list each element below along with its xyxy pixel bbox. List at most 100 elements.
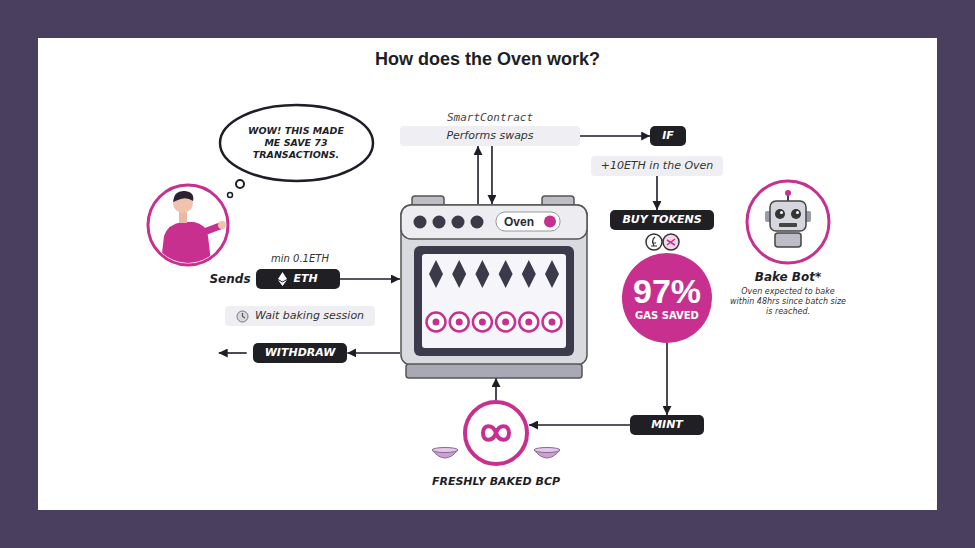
oven-window-frame bbox=[414, 246, 574, 356]
bcp-token-core bbox=[456, 319, 463, 326]
bcp-circle: FRESHLY BAKED BCP bbox=[463, 400, 529, 466]
action-pill: IF bbox=[650, 126, 686, 146]
person-illustration bbox=[148, 185, 228, 270]
bcp-token-core bbox=[479, 319, 486, 326]
oven-label-pill bbox=[496, 212, 560, 231]
box-text: BUY TOKENS bbox=[622, 213, 701, 227]
eth-icon bbox=[278, 272, 287, 286]
drawing-part bbox=[646, 234, 662, 250]
diagram-title: How does the Oven work? bbox=[0, 49, 975, 70]
bubble-outline bbox=[220, 105, 373, 181]
drawing-part bbox=[228, 193, 233, 198]
connector-arrow bbox=[580, 135, 650, 137]
connector-arrow bbox=[477, 146, 479, 204]
token-coins bbox=[646, 234, 679, 250]
box-text: IF bbox=[662, 129, 674, 143]
bot-drawing bbox=[745, 179, 831, 265]
bcp-token bbox=[519, 313, 538, 332]
oven-drawing bbox=[400, 204, 588, 378]
white-panel bbox=[38, 38, 937, 510]
bcp-token-core bbox=[525, 319, 532, 326]
action-pill: MINT bbox=[630, 415, 704, 435]
text-label: min 0.1ETH bbox=[271, 253, 329, 265]
eth-token bbox=[522, 260, 536, 288]
eth-icon-top bbox=[278, 272, 287, 282]
note-box: Wait baking session bbox=[225, 306, 375, 326]
bot-note: Oven expected to bake within 48hrs since… bbox=[729, 287, 847, 317]
connector-arrow bbox=[529, 424, 630, 426]
drawing-part bbox=[651, 237, 657, 246]
connector-arrow bbox=[656, 176, 658, 210]
oven: Oven bbox=[400, 204, 588, 378]
thought-dots bbox=[228, 180, 245, 198]
bcp-token-core bbox=[549, 319, 556, 326]
bcp-name: FRESHLY BAKED BCP bbox=[432, 475, 560, 489]
connector-arrow bbox=[347, 352, 400, 354]
oven-logo bbox=[544, 216, 556, 228]
thought-bubble: WOW! THIS MADE ME SAVE 73 TRANSACTIONS. bbox=[218, 103, 375, 183]
bot-head bbox=[770, 201, 806, 231]
oven-panel bbox=[401, 205, 587, 239]
bcp-token bbox=[450, 313, 469, 332]
bcp-token-core bbox=[433, 319, 440, 326]
bcp-token bbox=[427, 313, 446, 332]
connector-arrow bbox=[495, 378, 497, 400]
bot-mouth bbox=[779, 223, 797, 227]
box-text: MINT bbox=[651, 418, 683, 432]
bot-body bbox=[775, 233, 801, 247]
box-text: +10ETH in the Oven bbox=[601, 159, 714, 173]
eth-icon-bottom bbox=[278, 280, 287, 286]
bcp-token bbox=[543, 313, 562, 332]
bot-eye bbox=[775, 209, 785, 219]
eth-token bbox=[545, 260, 559, 288]
bot-eye-glint bbox=[796, 211, 799, 214]
drawing-part bbox=[663, 234, 679, 250]
bcp-token bbox=[496, 313, 515, 332]
eth-token bbox=[429, 260, 443, 288]
bcp-logo bbox=[463, 400, 529, 466]
bcp-infinity bbox=[483, 426, 509, 440]
bot-caption: Bake Bot* Oven expected to bake within 48… bbox=[729, 270, 847, 317]
connector-arrow bbox=[666, 343, 668, 415]
oven-base bbox=[406, 364, 582, 378]
drawing-part bbox=[173, 191, 193, 202]
stat-value: 97% bbox=[633, 274, 701, 308]
clock-face bbox=[237, 311, 248, 322]
bot-circle: Bake Bot*Oven expected to bake within 48… bbox=[745, 179, 831, 265]
bot-eye bbox=[791, 209, 801, 219]
bot-eye-glint bbox=[780, 211, 783, 214]
oven-body bbox=[401, 205, 587, 365]
drawing-part bbox=[236, 180, 244, 188]
clock-icon bbox=[236, 310, 249, 323]
box-text: Wait baking session bbox=[255, 309, 364, 323]
process-box: SmartContractPerforms swaps bbox=[400, 126, 580, 146]
bcp-token-core bbox=[502, 319, 509, 326]
bcp-ring bbox=[465, 402, 527, 464]
box-text: Performs swaps bbox=[446, 129, 533, 143]
drawing-part bbox=[218, 221, 226, 229]
eth-token bbox=[452, 260, 466, 288]
box-text: ETH bbox=[293, 272, 317, 286]
connector-arrow bbox=[340, 278, 400, 280]
stat-circle-fill bbox=[622, 253, 712, 343]
drawing-part bbox=[534, 448, 560, 453]
action-pill: ETH bbox=[256, 269, 340, 289]
oven-dial bbox=[433, 216, 446, 229]
box-heading: SmartContract bbox=[400, 111, 580, 124]
stat-caption: GAS SAVED bbox=[635, 310, 699, 322]
bot-antenna-tip bbox=[785, 190, 791, 196]
person-figure bbox=[160, 191, 226, 270]
oven-window bbox=[422, 254, 566, 348]
oven-label: Oven bbox=[504, 215, 534, 229]
bot-name: Bake Bot* bbox=[729, 270, 847, 285]
eth-token bbox=[499, 260, 513, 288]
drawing-part bbox=[667, 239, 675, 245]
oven-dial bbox=[452, 216, 465, 229]
stat-circle: 97% GAS SAVED bbox=[622, 253, 712, 343]
bubble-text: WOW! THIS MADE ME SAVE 73 TRANSACTIONS. bbox=[242, 125, 350, 161]
bcp-caption: FRESHLY BAKED BCP bbox=[432, 475, 560, 489]
action-pill: BUY TOKENS bbox=[610, 210, 713, 230]
drawing-part bbox=[432, 448, 458, 453]
box-text: WITHDRAW bbox=[265, 346, 336, 360]
